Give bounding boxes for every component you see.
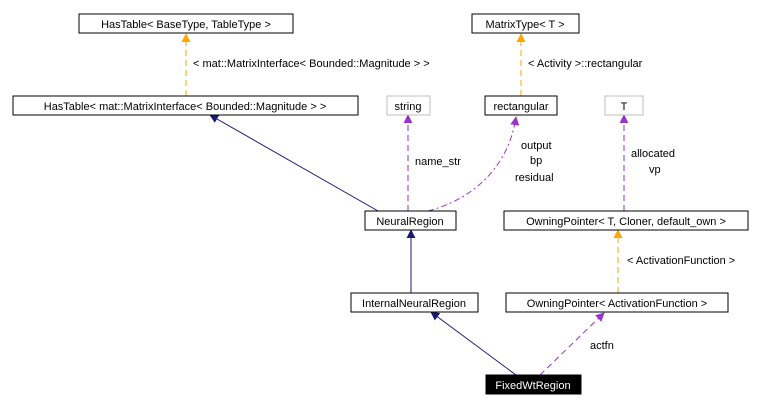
class-label: InternalNeuralRegion (362, 298, 466, 310)
class-label: OwningPointer< ActivationFunction > (527, 298, 707, 310)
edge-fixedwt-inherits-internal (430, 311, 517, 376)
edge-label-vp: vp (649, 164, 661, 176)
class-node-string[interactable]: string (386, 95, 431, 116)
class-node-neuralregion[interactable]: NeuralRegion (364, 210, 457, 231)
class-label: rectangular (493, 101, 548, 113)
edge-label-actfn: actfn (590, 340, 614, 352)
class-label: HasTable< mat::MatrixInterface< Bounded:… (44, 101, 327, 113)
edge-label-bp: bp (530, 155, 542, 167)
class-node-rectangular[interactable]: rectangular (484, 95, 558, 116)
class-node-matrixtype[interactable]: MatrixType< T > (471, 13, 580, 34)
class-node-owningpointer-t[interactable]: OwningPointer< T, Cloner, default_own > (503, 210, 749, 231)
edge-label-matrixtype-template: < Activity >::rectangular (528, 58, 643, 70)
edge-output-bp-residual (427, 116, 520, 212)
class-label: string (395, 101, 422, 113)
edge-label-hastable-template: < mat::MatrixInterface< Bounded::Magnitu… (193, 58, 430, 70)
edge-label-name-str: name_str (415, 156, 461, 168)
class-node-hastable-mat[interactable]: HasTable< mat::MatrixInterface< Bounded:… (12, 95, 359, 116)
class-label: OwningPointer< T, Cloner, default_own > (526, 216, 726, 228)
edge-label-output: output (521, 140, 552, 152)
edge-label-activationfunction-template: < ActivationFunction > (627, 255, 735, 267)
class-node-hastable-base[interactable]: HasTable< BaseType, TableType > (78, 13, 294, 34)
class-label: HasTable< BaseType, TableType > (101, 19, 271, 31)
class-label: MatrixType< T > (485, 19, 564, 31)
edge-actfn (539, 312, 605, 376)
class-label: T (621, 101, 628, 113)
class-node-fixedwtregion[interactable]: FixedWtRegion (485, 374, 582, 395)
edge-label-residual: residual (515, 172, 554, 184)
class-label: NeuralRegion (376, 216, 443, 228)
class-node-t[interactable]: T (604, 95, 644, 116)
class-node-internalneuralregion[interactable]: InternalNeuralRegion (350, 292, 479, 313)
edge-label-allocated: allocated (631, 148, 675, 160)
edge-neuralregion-inherits-hastable (209, 114, 379, 212)
class-label: FixedWtRegion (495, 380, 570, 392)
class-node-owningpointer-activationfunction[interactable]: OwningPointer< ActivationFunction > (505, 292, 729, 313)
